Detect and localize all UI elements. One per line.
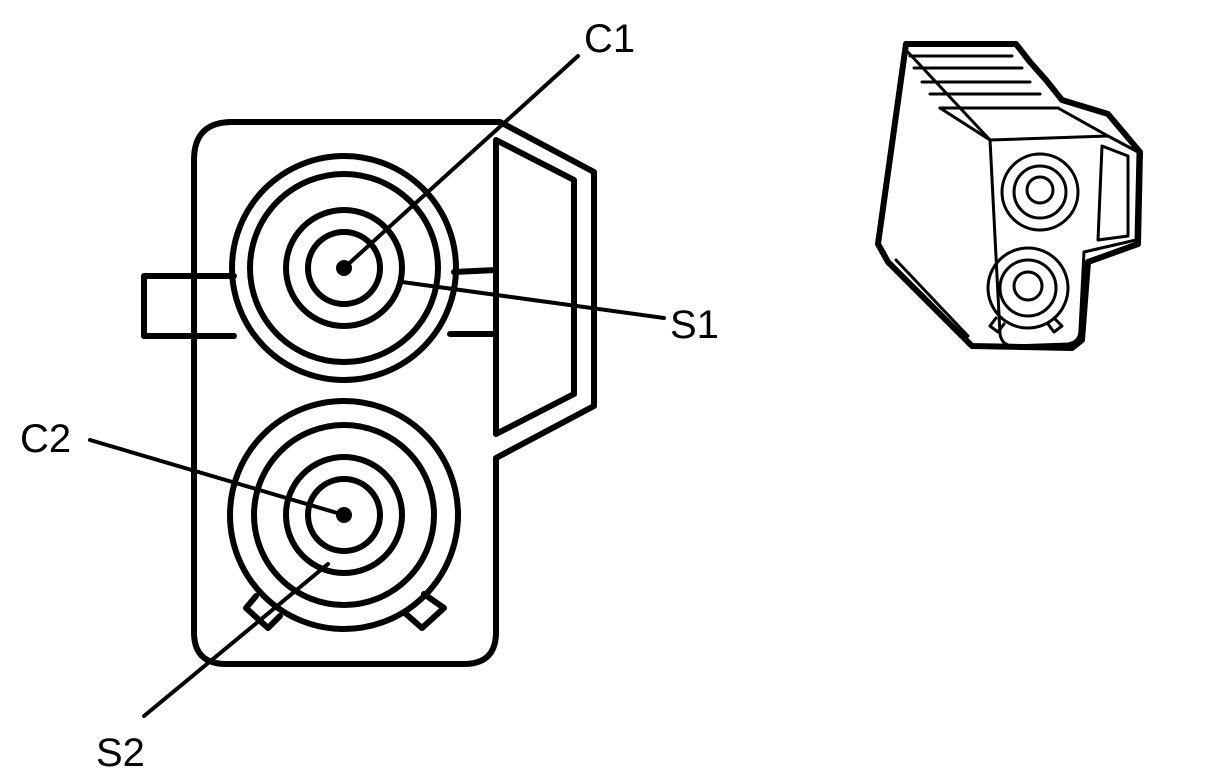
iso-side-edge	[894, 48, 992, 338]
iso-front-face	[988, 134, 1140, 348]
connector-face-view	[141, 119, 597, 667]
leader-c2	[88, 438, 346, 517]
lower-left-notch	[243, 593, 283, 631]
iso-cavity-2-mid	[998, 258, 1058, 318]
cavity-2-outer-ring	[227, 398, 461, 632]
iso-cavity-2-outer	[986, 246, 1070, 330]
iso-cavity-2	[986, 246, 1070, 330]
leader-s1	[400, 280, 666, 320]
leader-c1	[342, 54, 580, 270]
iso-lock-tab	[1096, 144, 1130, 242]
cavity-1	[229, 153, 459, 383]
iso-housing-outline	[875, 41, 1143, 351]
cavity-1-outer-ring	[229, 153, 459, 383]
left-key-tab	[141, 273, 237, 339]
iso-top-ribs	[908, 54, 1060, 110]
iso-cavity-1-inner	[1025, 175, 1055, 205]
iso-cavity-2-inner	[1012, 270, 1044, 302]
cavity-2-insulator-ring	[305, 476, 383, 554]
connector-isometric-view	[875, 41, 1143, 351]
cavity-1-shield-ring	[283, 207, 405, 329]
right-key-slot	[447, 267, 499, 337]
iso-notches	[988, 316, 1064, 334]
cavity-2-shield-ring	[283, 454, 405, 576]
iso-cavity-1	[1000, 152, 1080, 232]
cavity-2	[227, 398, 461, 632]
iso-cavity-1-outer	[1000, 152, 1080, 232]
lower-right-notch	[403, 591, 447, 631]
callout-s2: S2	[96, 731, 145, 775]
cavity-1-ring-2	[247, 171, 441, 365]
cavity-2-ring-2	[251, 422, 437, 608]
leader-s2	[142, 562, 330, 718]
callout-c1: C1	[584, 17, 635, 61]
cavity-1-insulator-ring	[305, 229, 383, 307]
locking-tab	[493, 137, 577, 437]
callout-c2: C2	[20, 417, 71, 461]
iso-cavity-1-mid	[1012, 164, 1068, 220]
callout-s1: S1	[670, 303, 719, 347]
leader-lines	[88, 54, 666, 718]
